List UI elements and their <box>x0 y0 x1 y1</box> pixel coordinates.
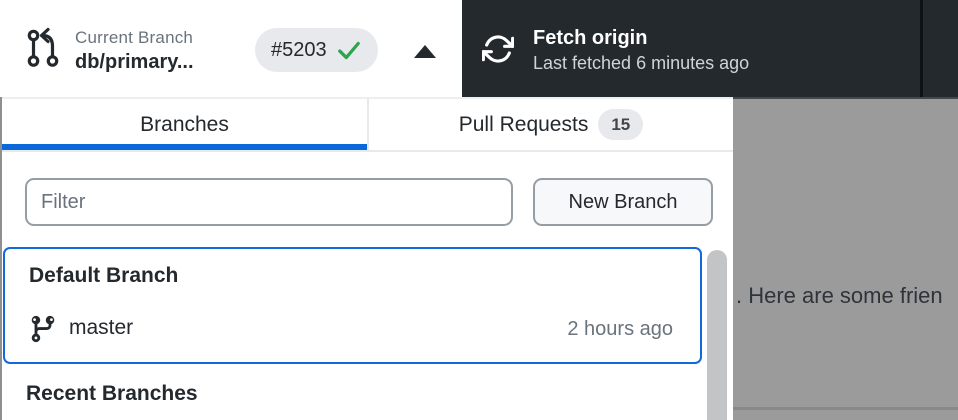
branches-foldout: Branches Pull Requests 15 New Branch Def… <box>2 97 733 420</box>
current-branch-label: Current Branch <box>75 28 194 47</box>
tab-divider <box>367 99 369 150</box>
new-branch-button[interactable]: New Branch <box>533 178 713 226</box>
recent-branches-heading: Recent Branches <box>26 382 198 405</box>
toolbar: Current Branch db/primary... #5203 Fetch… <box>0 0 958 97</box>
window-edge <box>0 97 2 420</box>
pr-status-badge[interactable]: #5203 <box>255 28 378 72</box>
fetch-origin-button[interactable]: Fetch origin Last fetched 6 minutes ago <box>462 0 958 97</box>
scrollbar-thumb[interactable] <box>707 250 727 420</box>
active-tab-indicator <box>2 144 367 150</box>
tab-pull-requests-label: Pull Requests <box>458 112 589 136</box>
pr-number: #5203 <box>271 38 327 61</box>
tab-pull-requests[interactable]: Pull Requests 15 <box>369 99 733 150</box>
sync-icon <box>482 35 514 63</box>
current-branch-button[interactable]: Current Branch db/primary... #5203 <box>0 0 462 97</box>
current-branch-name: db/primary... <box>75 51 194 73</box>
background-divider <box>733 407 958 410</box>
default-branch-heading: Default Branch <box>29 264 179 287</box>
background-text-fragment: . Here are some frien <box>736 283 943 308</box>
branch-updated-time: 2 hours ago <box>567 318 673 340</box>
branch-list-item[interactable]: master 2 hours ago <box>5 304 700 356</box>
tab-branches[interactable]: Branches <box>2 99 367 150</box>
filter-input[interactable] <box>25 178 513 226</box>
foldout-tabs: Branches Pull Requests 15 <box>2 99 733 152</box>
git-branch-icon <box>31 315 55 343</box>
toolbar-divider <box>920 0 923 97</box>
branch-name: master <box>69 316 134 339</box>
current-branch-texts: Current Branch db/primary... <box>75 26 194 75</box>
fetch-subtitle: Last fetched 6 minutes ago <box>533 53 750 73</box>
pull-requests-count-badge: 15 <box>598 109 644 140</box>
check-icon <box>337 41 360 60</box>
tab-branches-label: Branches <box>140 112 229 136</box>
git-branch-arrow-icon <box>27 27 59 67</box>
dimmed-background: . Here are some frien <box>733 97 958 420</box>
default-branch-group: Default Branch master 2 hours ago <box>3 247 702 364</box>
fetch-title: Fetch origin <box>533 27 648 49</box>
fetch-texts: Fetch origin Last fetched 6 minutes ago <box>533 26 749 75</box>
caret-up-icon <box>414 45 436 58</box>
